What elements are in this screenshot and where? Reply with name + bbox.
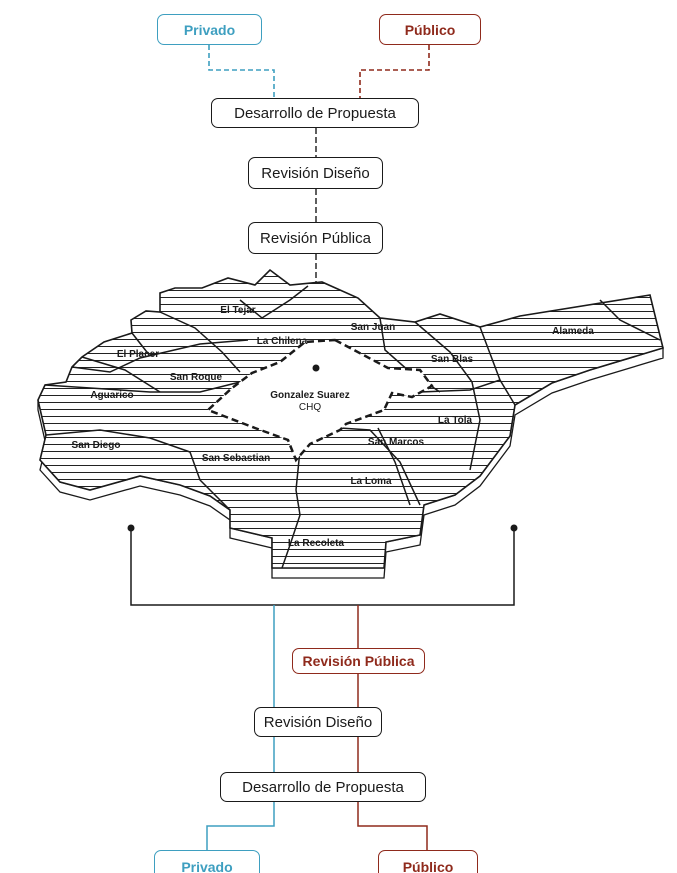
public-connector-bottom — [357, 802, 428, 850]
top-public-box: Público — [379, 14, 481, 45]
label-aguarico: Aguarico — [90, 390, 133, 401]
center-sublabel: CHQ — [299, 402, 321, 413]
label-san-roque: San Roque — [170, 372, 223, 383]
bracket-line — [130, 528, 515, 606]
public-connector-top — [359, 45, 430, 98]
label-el-tejar: El Tejar — [220, 305, 255, 316]
label-san-sebastian: San Sebastian — [202, 453, 270, 464]
district-labels: El Tejar La Chilena San Juan Alameda El … — [72, 305, 595, 549]
bottom-public-box: Público — [378, 850, 478, 873]
gonzalez-suarez-zone — [205, 338, 434, 463]
label-san-blas: San Blas — [431, 354, 474, 365]
label-san-juan: San Juan — [351, 322, 395, 333]
district-boundaries — [44, 285, 661, 569]
top-proposal-box: Desarrollo de Propuesta — [211, 98, 419, 128]
district-map: El Tejar La Chilena San Juan Alameda El … — [37, 268, 664, 579]
bottom-proposal-box: Desarrollo de Propuesta — [220, 772, 426, 802]
bottom-private-box: Privado — [154, 850, 260, 873]
bottom-public-review-box: Revisión Pública — [292, 648, 425, 674]
private-connector-bottom — [206, 802, 275, 850]
bottom-design-review-box: Revisión Diseño — [254, 707, 382, 737]
center-label: Gonzalez Suarez — [270, 390, 349, 401]
top-private-box: Privado — [157, 14, 262, 45]
top-public-review-box: Revisión Pública — [248, 222, 383, 254]
map-center-dot — [312, 364, 320, 372]
label-la-recoleta: La Recoleta — [288, 538, 345, 549]
top-design-review-box: Revisión Diseño — [248, 157, 383, 189]
bottom-connectors — [127, 524, 518, 850]
label-la-loma: La Loma — [350, 476, 392, 487]
private-connector-top — [208, 45, 275, 98]
label-san-diego: San Diego — [72, 440, 121, 451]
label-san-marcos: San Marcos — [368, 437, 425, 448]
label-la-chilena: La Chilena — [257, 336, 308, 347]
label-el-placer: El Placer — [117, 349, 159, 360]
label-la-tola: La Tola — [438, 415, 473, 426]
label-alameda: Alameda — [552, 326, 594, 337]
